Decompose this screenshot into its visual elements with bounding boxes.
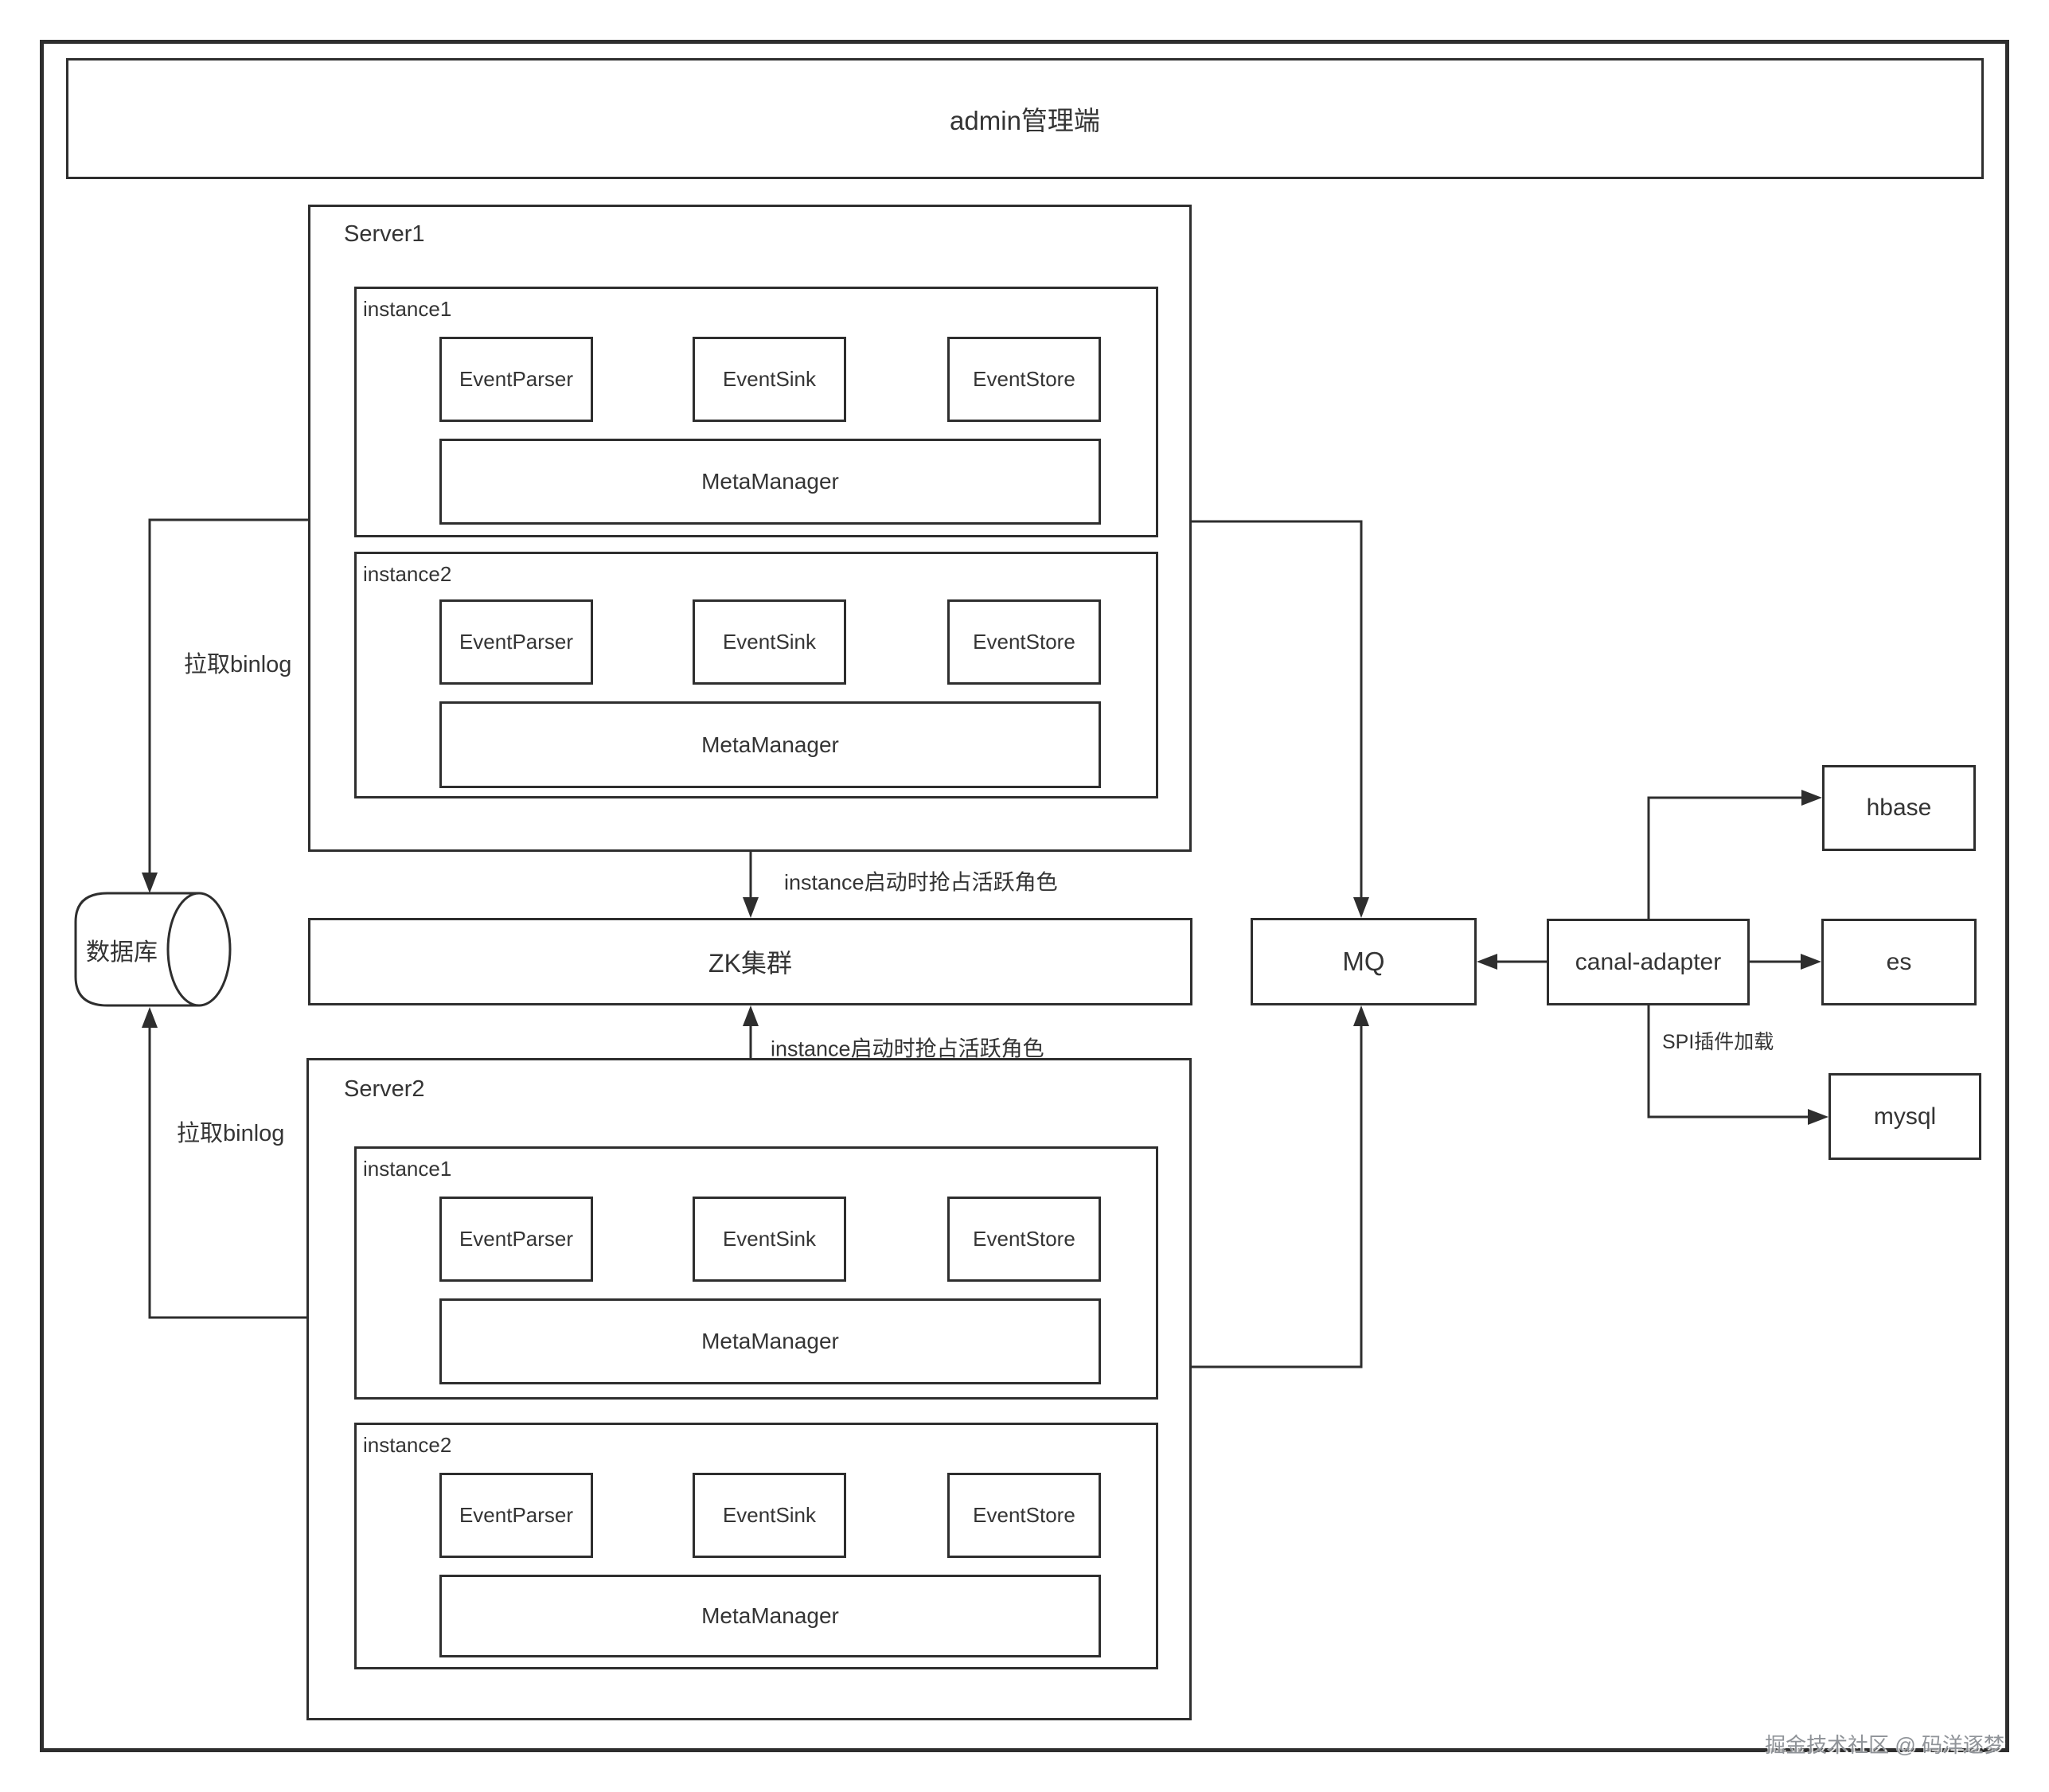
instance-label: instance1 [363,1157,452,1181]
event-parser-label: EventParser [459,1227,574,1251]
pull-binlog-label-bottom: 拉取binlog [177,1121,285,1146]
event-sink-label: EventSink [722,1227,817,1251]
event-sink-label: EventSink [722,1503,817,1527]
instance-label: instance1 [363,297,452,321]
hbase-label: hbase [1866,794,1932,821]
event-sink-box: EventSink [693,599,846,685]
server2-label: Server2 [344,1076,425,1102]
instance-label: instance2 [363,562,452,586]
event-parser-box: EventParser [439,599,593,685]
mysql-box: mysql [1828,1073,1981,1160]
event-parser-label: EventParser [459,367,574,391]
es-box: es [1821,919,1977,1005]
zk-claim-label-bottom: instance启动时抢占活跃角色 [771,1037,1044,1061]
mq-label: MQ [1342,947,1385,976]
meta-manager-label: MetaManager [701,732,839,757]
zk-cluster-label: ZK集群 [708,949,792,978]
event-sink-label: EventSink [722,367,817,391]
meta-manager-label: MetaManager [701,1329,839,1353]
es-label: es [1886,948,1912,975]
canal-adapter-label: canal-adapter [1575,948,1722,975]
meta-manager-box: MetaManager [439,701,1101,788]
event-store-label: EventStore [973,367,1075,391]
zk-claim-label-top: instance启动时抢占活跃角色 [784,870,1058,895]
event-parser-box: EventParser [439,337,593,422]
hbase-box: hbase [1822,765,1976,851]
event-store-box: EventStore [947,1473,1101,1558]
event-parser-label: EventParser [459,1503,574,1527]
meta-manager-box: MetaManager [439,1575,1101,1657]
meta-manager-box: MetaManager [439,1298,1101,1384]
event-store-label: EventStore [973,1227,1075,1251]
spi-load-label: SPI插件加载 [1662,1031,1774,1053]
meta-manager-label: MetaManager [701,469,839,494]
meta-manager-box: MetaManager [439,439,1101,525]
canal-adapter-box: canal-adapter [1547,919,1750,1005]
event-sink-box: EventSink [693,1473,846,1558]
server1-label: Server1 [344,221,425,247]
event-sink-box: EventSink [693,337,846,422]
event-parser-box: EventParser [439,1197,593,1282]
pull-binlog-label-top: 拉取binlog [184,652,292,677]
instance-label: instance2 [363,1433,452,1457]
event-store-box: EventStore [947,1197,1101,1282]
event-store-label: EventStore [973,630,1075,654]
mysql-label: mysql [1873,1103,1937,1130]
admin-panel-label: admin管理端 [950,106,1100,135]
event-sink-label: EventSink [722,630,817,654]
meta-manager-label: MetaManager [701,1603,839,1628]
event-sink-box: EventSink [693,1197,846,1282]
mq-box: MQ [1251,918,1477,1005]
watermark-text: 掘金技术社区 @ 码洋逐梦 [1765,1733,2004,1757]
database-label: 数据库 [86,939,158,966]
event-store-box: EventStore [947,337,1101,422]
event-store-box: EventStore [947,599,1101,685]
zk-cluster-box: ZK集群 [308,918,1192,1005]
event-parser-label: EventParser [459,630,574,654]
event-parser-box: EventParser [439,1473,593,1558]
admin-panel-box: admin管理端 [66,58,1984,179]
outer-frame [40,40,2009,1752]
event-store-label: EventStore [973,1503,1075,1527]
